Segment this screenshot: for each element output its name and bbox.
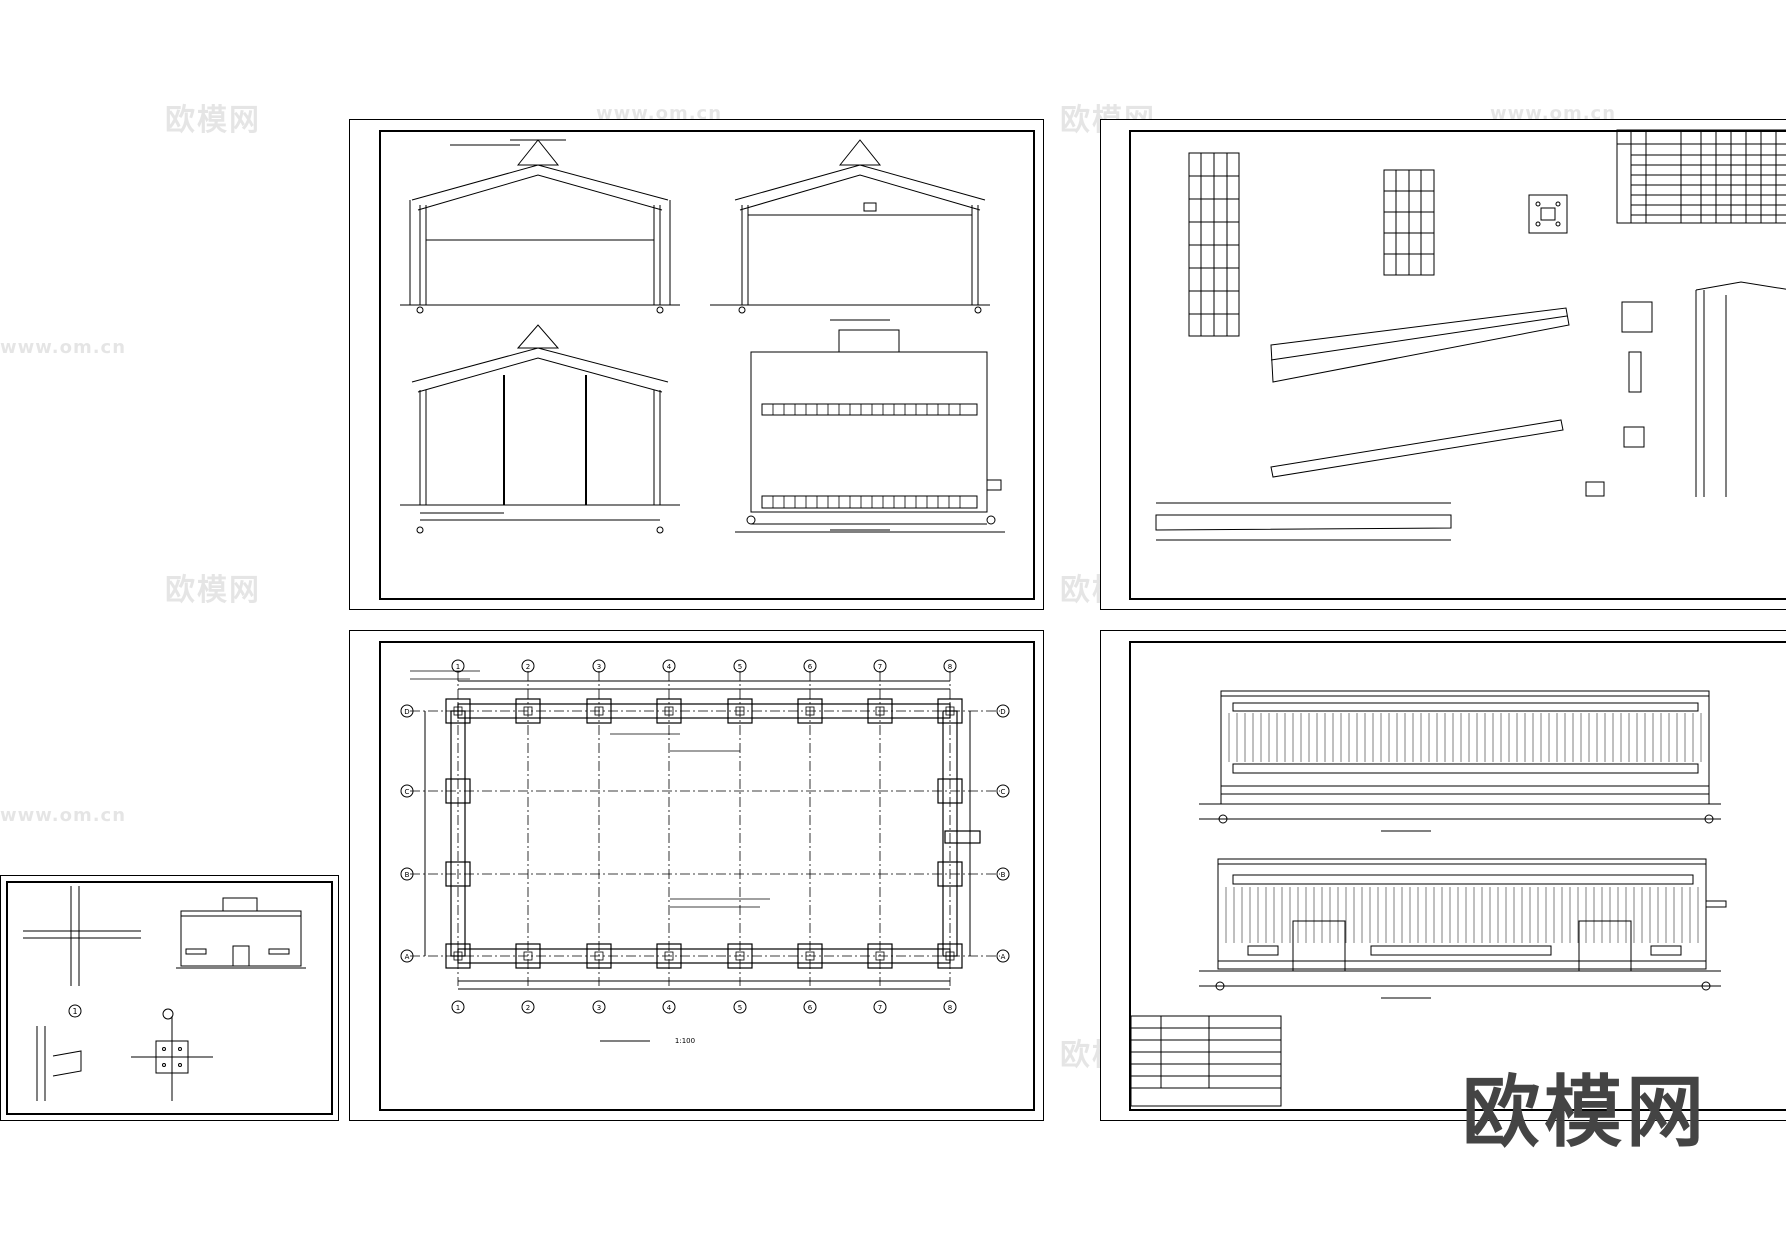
axis-label-bottom: 7: [878, 1004, 882, 1012]
axis-label-right: C: [1001, 788, 1006, 796]
elevation-2-cladding: [1228, 713, 1702, 762]
elevation-window-mullions: [772, 404, 961, 508]
footing-columns: [453, 706, 955, 961]
drawing-sheet-elevations: [1100, 630, 1786, 1121]
building-elevation-1: [735, 329, 1005, 533]
splice-plate-detail: [131, 1008, 213, 1101]
purlin-layout-1: [1188, 152, 1240, 337]
footings: [445, 698, 981, 969]
axis-label-top: 7: [878, 663, 882, 671]
axis-bubble-label: 1: [72, 1007, 77, 1016]
axis-label-bottom: 8: [948, 1004, 952, 1012]
grid-lines: [410, 671, 1000, 986]
beam-column-joint: [23, 886, 141, 1018]
watermark-url: www.om.cn: [0, 337, 127, 358]
axis-label-bottom: 1: [456, 1004, 460, 1012]
axis-label-left: A: [405, 953, 410, 961]
axis-label-right: A: [1001, 953, 1006, 961]
material-schedule-table: [1616, 129, 1786, 224]
portal-frame-section-c: [400, 324, 680, 521]
axis-label-right: D: [1000, 708, 1005, 716]
axis-label-bottom: 2: [526, 1004, 530, 1012]
building-elevation-3: [1199, 858, 1727, 991]
small-details-drawing: 1: [23, 886, 306, 1101]
ground-beams: [450, 703, 958, 964]
axis-bubbles: [400, 659, 1010, 1014]
drawing-sheet-foundation-plan: 1 2 3 4 5 6 7 8 1 2 3 4 5 6 7 8 D C B A …: [349, 630, 1044, 1121]
sections-drawing: [400, 139, 1005, 534]
sheet-border: [1129, 641, 1786, 1111]
axis-label-right: B: [1001, 871, 1006, 879]
drawing-sheet-small-details: 1: [0, 875, 339, 1121]
rafter-beam-1: [1270, 307, 1570, 383]
portal-frame-section-b: [710, 139, 990, 306]
axis-label-bottom: 4: [667, 1004, 672, 1012]
details-drawing: [1155, 129, 1786, 541]
axis-label-top: 8: [948, 663, 952, 671]
axis-label-top: 6: [808, 663, 813, 671]
drawing-sheet-details: [1100, 119, 1786, 610]
axis-label-bottom: 3: [597, 1004, 601, 1012]
watermark-brand: 欧模网: [165, 573, 261, 608]
building-elevation-2: [1199, 690, 1721, 824]
finish-schedule-table: [1130, 1015, 1282, 1107]
watermark-brand: 欧模网: [165, 103, 261, 138]
watermark-url: www.om.cn: [0, 805, 127, 826]
purlin-layout-2: [1383, 169, 1435, 276]
foundation-plan-drawing: 1 2 3 4 5 6 7 8 1 2 3 4 5 6 7 8 D C B A …: [400, 659, 1010, 1045]
axis-label-top: 5: [738, 663, 742, 671]
sheet-border: [379, 641, 1035, 1111]
sheet-border: [1129, 130, 1786, 600]
drawing-sheet-sections: [349, 119, 1044, 610]
axis-label-top: 4: [667, 663, 672, 671]
column-elevation: [1695, 281, 1786, 497]
plan-scale-note: 1:100: [675, 1037, 695, 1045]
axis-label-bottom: 5: [738, 1004, 742, 1012]
base-plate-detail: [1528, 194, 1568, 234]
axis-label-left: B: [405, 871, 410, 879]
axis-label-top: 2: [526, 663, 530, 671]
connection-details: [1585, 301, 1653, 497]
long-beam: [1155, 502, 1452, 541]
axis-label-bottom: 6: [808, 1004, 813, 1012]
axis-label-top: 3: [597, 663, 601, 671]
elevation-3-cladding: [1225, 887, 1699, 943]
axis-label-left: C: [405, 788, 410, 796]
portal-frame-section-a: [400, 139, 680, 306]
axis-label-top: 1: [456, 663, 460, 671]
elevations-drawing: [1130, 690, 1727, 1107]
sheet-border: [6, 881, 333, 1115]
purlin-section: [36, 1026, 82, 1101]
annotation-leaders: [410, 670, 770, 908]
rafter-beam-2: [1270, 419, 1564, 478]
brand-logo: 欧模网: [1462, 1068, 1709, 1158]
sheet-border: [379, 130, 1035, 600]
mini-elevation: [176, 897, 306, 969]
axis-label-left: D: [404, 708, 409, 716]
